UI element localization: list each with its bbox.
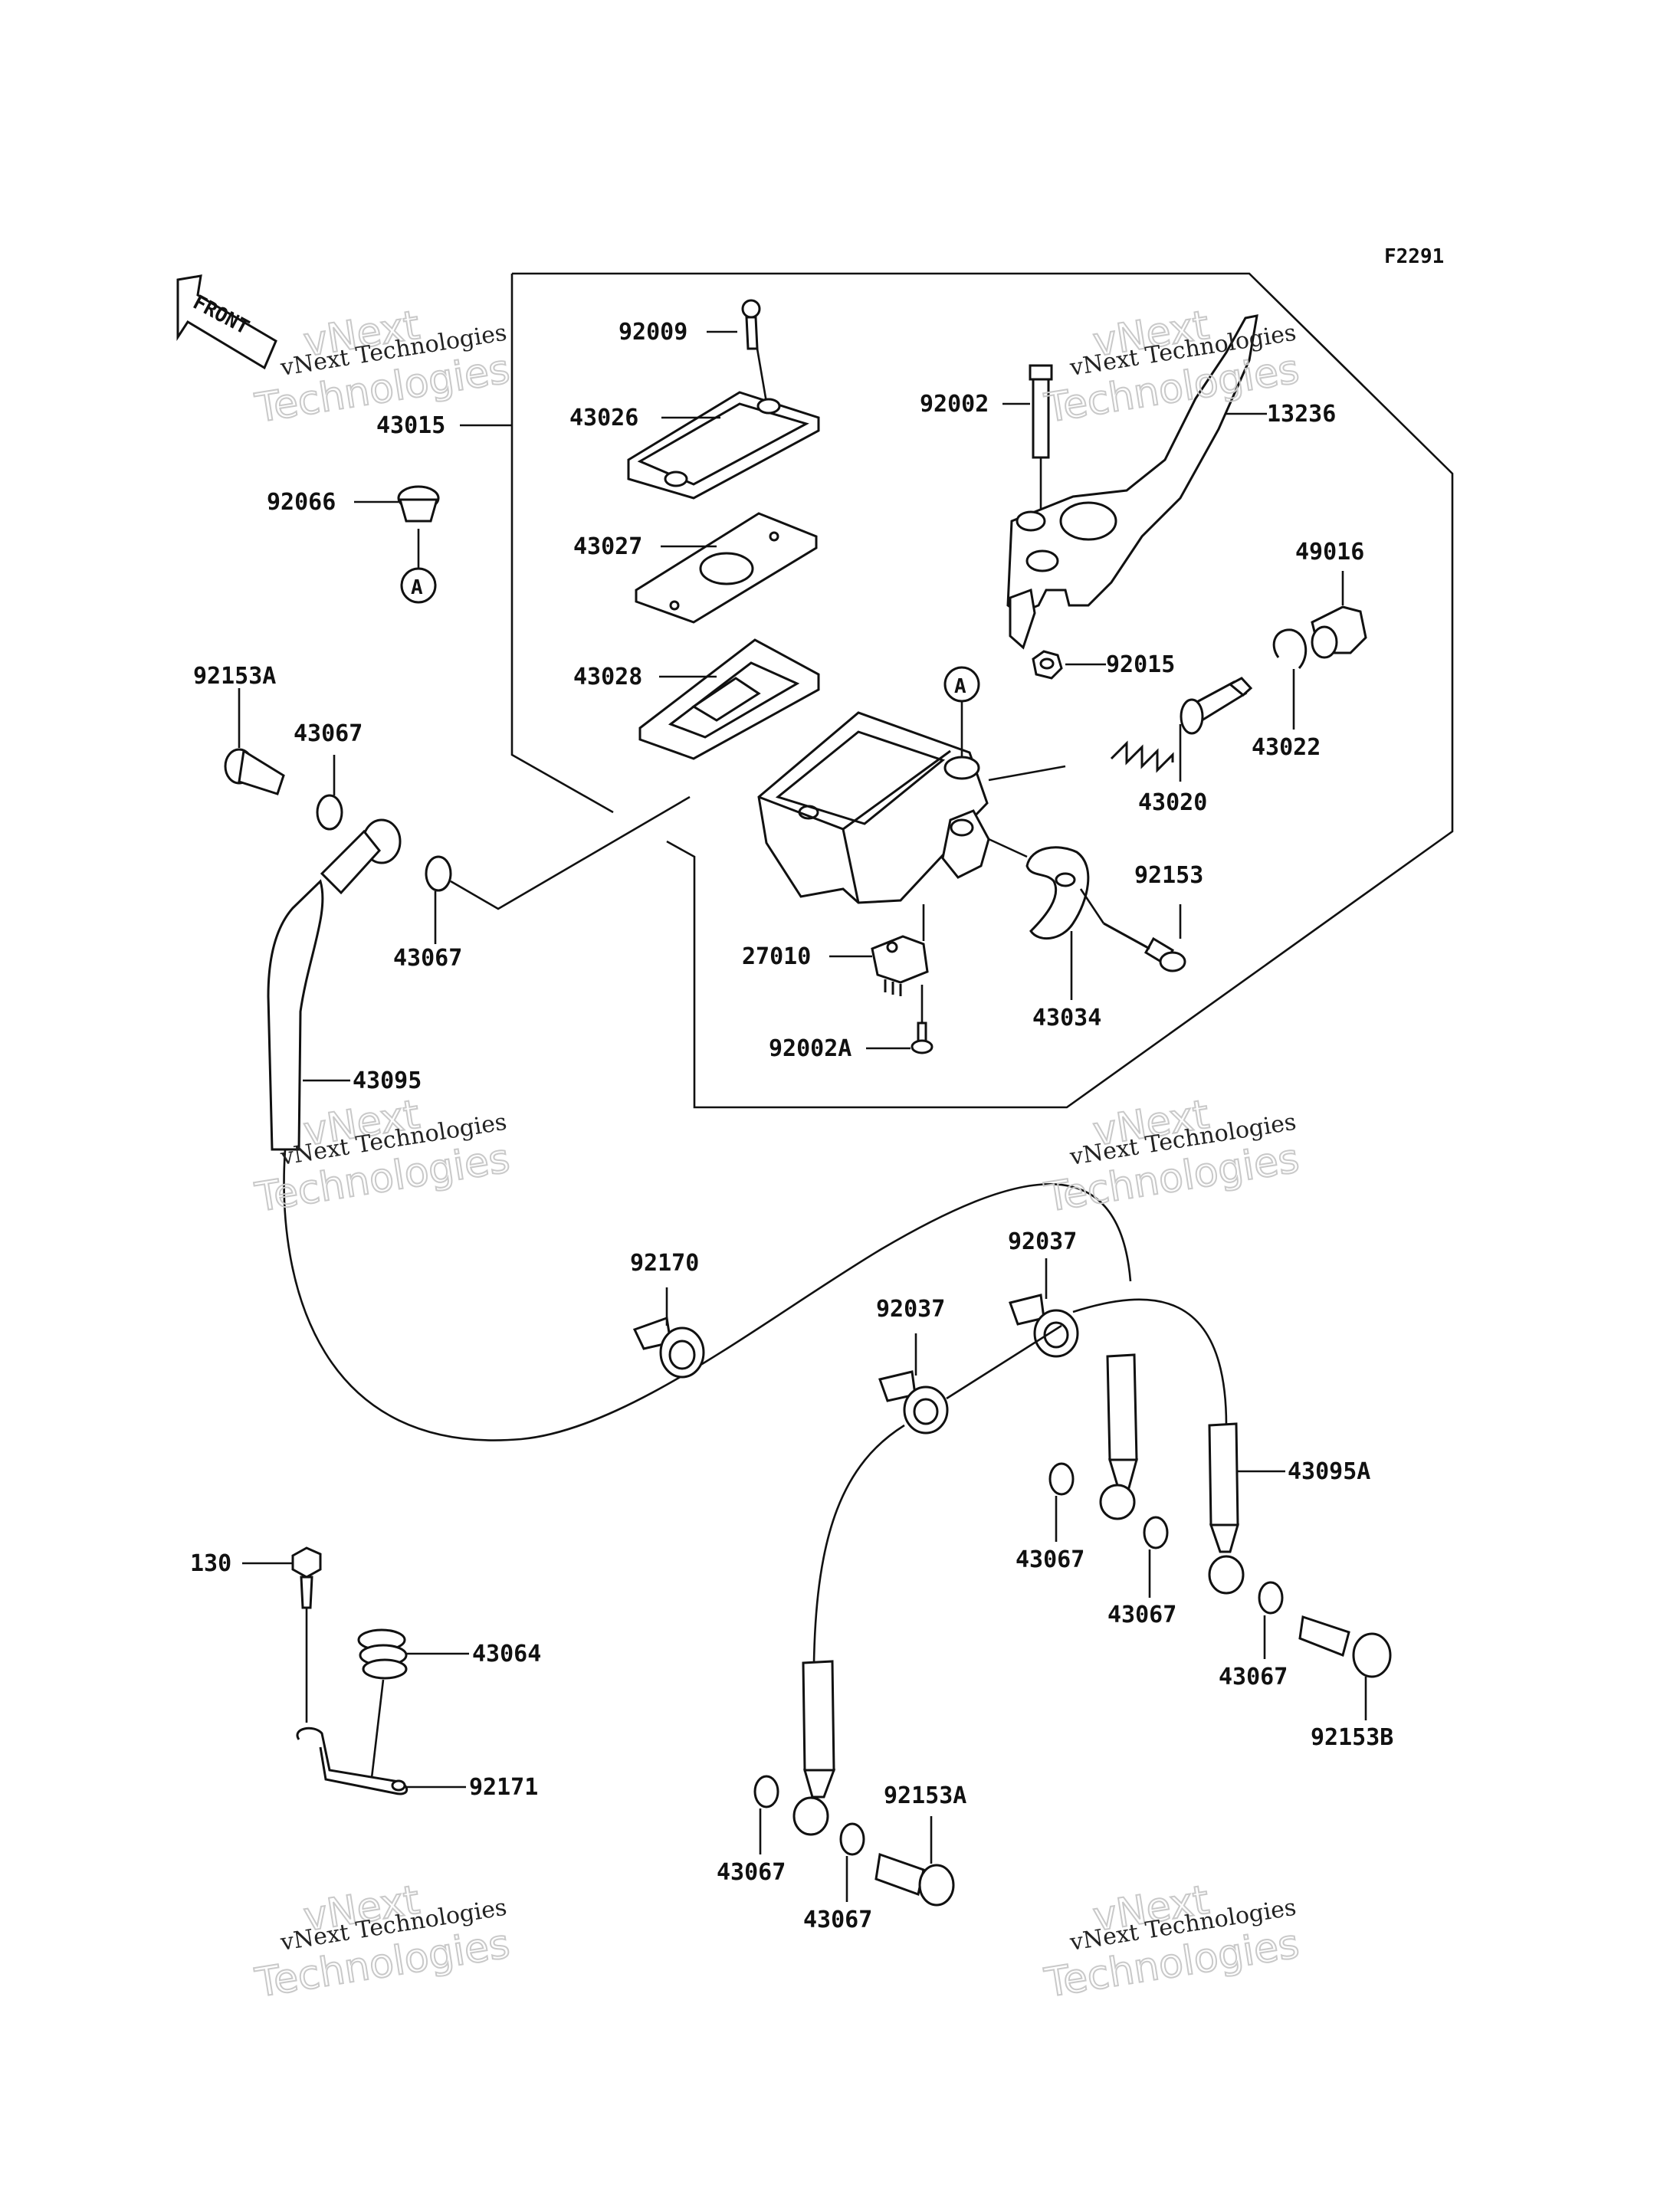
part-label-43028: 43028 — [573, 664, 642, 690]
part-label-92037-a: 92037 — [1008, 1228, 1077, 1255]
assembly-outline-43015 — [510, 272, 1454, 1109]
washer-43067-a-icon — [316, 794, 343, 831]
part-label-43015: 43015 — [376, 412, 445, 439]
part-label-92009: 92009 — [619, 319, 687, 346]
part-label-92066: 92066 — [267, 489, 336, 516]
part-label-43067-g: 43067 — [803, 1907, 872, 1933]
part-label-27010: 27010 — [742, 943, 811, 970]
bracket-92171-icon — [296, 1726, 409, 1795]
clamp-92037-b-icon — [878, 1370, 949, 1435]
part-label-43067-f: 43067 — [717, 1859, 786, 1886]
plate-43027-icon — [635, 512, 818, 624]
part-label-92002A: 92002A — [769, 1035, 851, 1062]
part-label-43020: 43020 — [1138, 789, 1207, 816]
washer-43067-c-icon — [1048, 1462, 1075, 1496]
part-label-92171: 92171 — [469, 1774, 538, 1801]
ref-a-left: A — [411, 576, 423, 599]
part-label-92153A-bottom: 92153A — [884, 1782, 966, 1809]
part-label-43027: 43027 — [573, 533, 642, 560]
washer-43067-g-icon — [839, 1822, 865, 1856]
part-label-43067-a: 43067 — [294, 720, 363, 747]
part-label-43067-d: 43067 — [1107, 1602, 1176, 1628]
part-label-43026: 43026 — [569, 405, 638, 431]
ref-a-circle-center — [943, 666, 980, 703]
part-label-92037-b: 92037 — [876, 1296, 945, 1323]
watermark-6: vNext vNext Technologies Technologies — [1041, 1877, 1303, 2008]
front-arrow-icon: FRONT — [176, 274, 277, 370]
part-label-92153B: 92153B — [1311, 1724, 1393, 1751]
banjo-bolt-92153B-icon — [1298, 1615, 1392, 1678]
part-label-92153: 92153 — [1134, 862, 1203, 889]
washer-43067-f-icon — [753, 1775, 779, 1808]
cap-92066-icon — [397, 485, 440, 523]
bolt-92153-icon — [1103, 922, 1186, 972]
grommet-43064-icon — [357, 1628, 408, 1680]
figure-code: F2291 — [1384, 245, 1444, 268]
boot-49016-icon — [1311, 605, 1367, 659]
washer-43067-e-icon — [1258, 1581, 1284, 1615]
part-label-130: 130 — [190, 1550, 231, 1577]
washer-43067-d-icon — [1143, 1516, 1169, 1549]
master-cylinder-body-icon — [757, 711, 990, 904]
screw-92009-icon — [741, 299, 761, 350]
part-label-43095: 43095 — [353, 1067, 422, 1094]
clamp-43034-icon — [1025, 846, 1090, 940]
bolt-130-icon — [291, 1546, 322, 1609]
part-label-13236: 13236 — [1267, 401, 1336, 428]
ref-a-circle-left — [400, 567, 437, 604]
nut-92015-icon — [1032, 650, 1063, 680]
part-label-92170: 92170 — [630, 1250, 699, 1277]
part-label-43067-c: 43067 — [1016, 1546, 1084, 1573]
brake-lever-13236-icon — [1006, 314, 1258, 650]
part-label-43067-e: 43067 — [1219, 1664, 1288, 1690]
washer-43067-b-icon — [425, 855, 452, 892]
front-label: FRONT — [189, 291, 253, 339]
part-label-92015: 92015 — [1106, 651, 1175, 678]
watermark-4: vNext vNext Technologies Technologies — [1041, 1091, 1303, 1222]
diaphragm-43028-icon — [638, 638, 820, 760]
part-label-43067-b: 43067 — [393, 945, 462, 972]
screw-92002A-icon — [911, 1021, 934, 1054]
part-label-49016: 49016 — [1295, 539, 1364, 566]
watermark-5: vNext vNext Technologies Technologies — [251, 1877, 514, 2008]
clamp-92170-icon — [632, 1316, 705, 1379]
part-label-92002: 92002 — [920, 391, 989, 418]
circlip-43022-icon — [1272, 628, 1308, 669]
watermark-1: vNext vNext Technologies Technologies — [251, 302, 514, 433]
part-label-43022: 43022 — [1252, 734, 1321, 761]
part-label-43095A: 43095A — [1288, 1458, 1370, 1485]
piston-43020-icon — [1110, 677, 1253, 773]
switch-27010-icon — [871, 935, 929, 996]
ref-a-center: A — [954, 675, 966, 698]
part-label-43064: 43064 — [472, 1641, 541, 1667]
part-label-92153A-top: 92153A — [193, 663, 276, 690]
pivot-bolt-92002-icon — [1029, 364, 1053, 459]
brake-hose-43095A-icon — [792, 1298, 1245, 1836]
banjo-bolt-92153A-top-icon — [224, 748, 285, 795]
watermark-2: vNext vNext Technologies Technologies — [1041, 302, 1303, 433]
reservoir-cap-43026-icon — [627, 391, 820, 500]
brake-hose-43095-icon — [267, 818, 1132, 1441]
clamp-92037-a-icon — [1009, 1294, 1079, 1358]
part-label-43034: 43034 — [1032, 1005, 1101, 1031]
banjo-bolt-92153A-bottom-icon — [874, 1852, 955, 1907]
